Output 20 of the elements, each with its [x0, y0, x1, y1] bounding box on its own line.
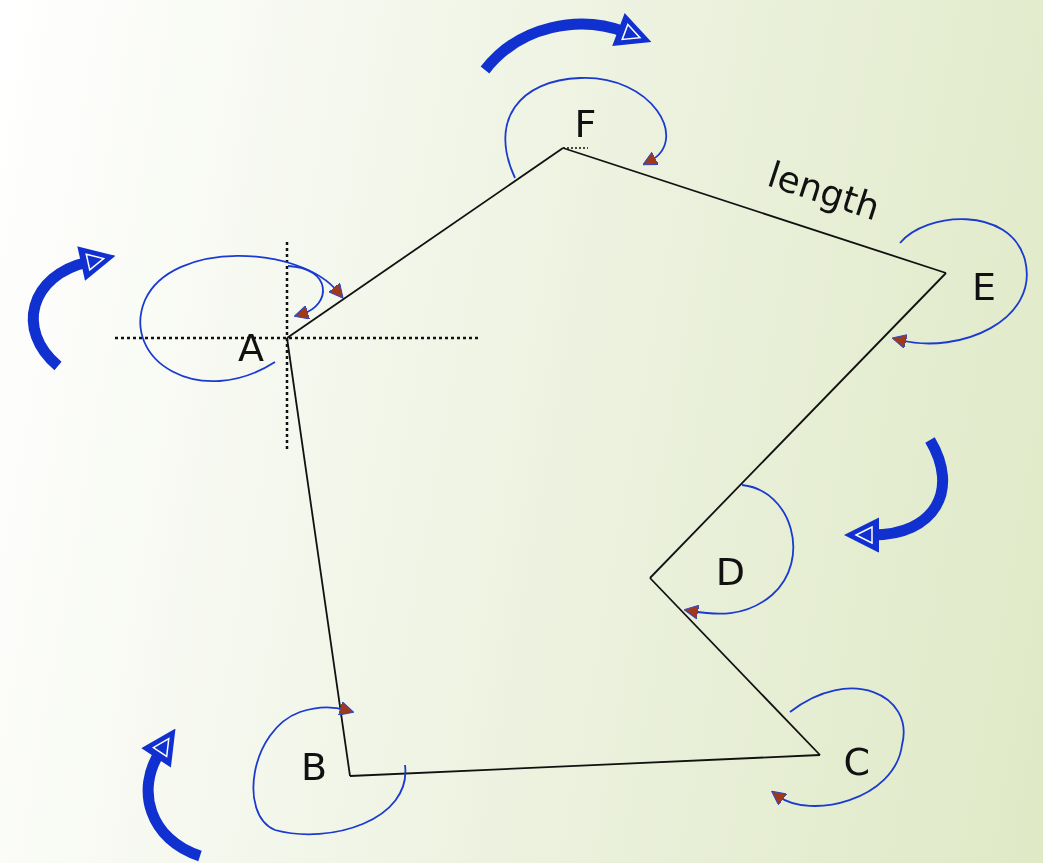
polygon-side — [286, 337, 351, 777]
edge-label: length — [763, 153, 886, 229]
angle-arc — [252, 701, 406, 836]
polygon-side — [649, 272, 947, 579]
angle-arc — [287, 265, 324, 319]
vertex-label: C — [820, 740, 876, 784]
polygon-side — [349, 754, 821, 777]
polygon-side — [286, 147, 564, 339]
polygon-side — [562, 147, 947, 274]
vertex-label: E — [946, 258, 1008, 316]
angle-arc — [504, 77, 667, 179]
vertex-label: A — [215, 318, 287, 378]
vertex-label: F — [563, 100, 608, 148]
angle-arc — [139, 255, 345, 382]
polygon-side — [649, 577, 821, 756]
angle-arc — [891, 218, 1028, 349]
vertex-label: D — [650, 548, 760, 596]
angle-arc — [770, 687, 905, 807]
vertex-label: B — [278, 742, 350, 792]
angle-arc — [683, 484, 794, 620]
